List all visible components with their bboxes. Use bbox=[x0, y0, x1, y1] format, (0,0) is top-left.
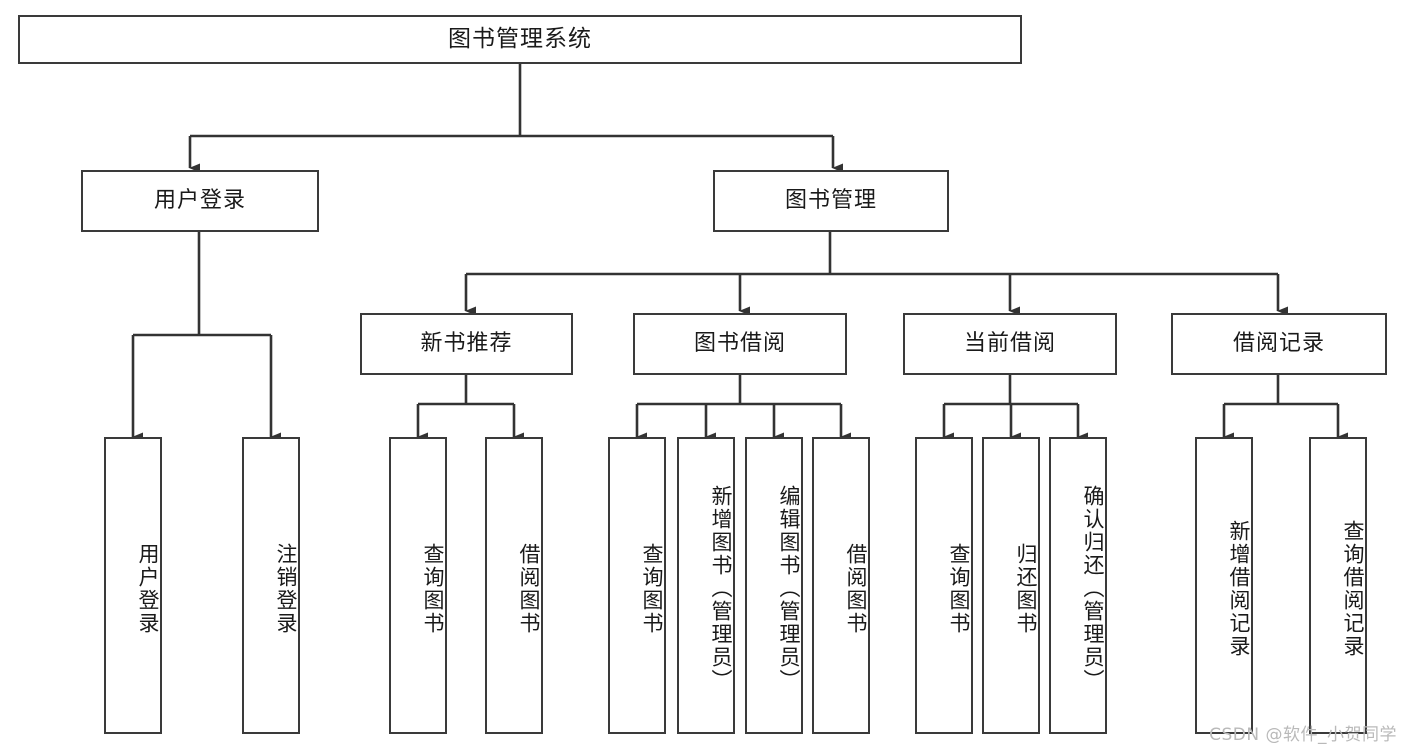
leaf-label: 查询图书 bbox=[421, 542, 445, 635]
node-root[interactable]: 图书管理系统 bbox=[18, 15, 1022, 64]
leaf-user-login-1[interactable]: 用户登录 bbox=[104, 437, 162, 734]
leaf-label: 编辑图书（管理员） bbox=[777, 485, 801, 692]
node-book-borrow-label: 图书借阅 bbox=[693, 330, 786, 356]
node-user-login[interactable]: 用户登录 bbox=[81, 170, 319, 232]
node-root-label: 图书管理系统 bbox=[448, 25, 592, 52]
leaf-label: 注销登录 bbox=[274, 542, 298, 635]
leaf-label: 借阅图书 bbox=[844, 542, 868, 635]
leaf-book-borrow-1[interactable]: 查询图书 bbox=[608, 437, 666, 734]
leaf-label: 查询图书 bbox=[640, 542, 664, 635]
leaf-borrow-record-1[interactable]: 新增借阅记录 bbox=[1195, 437, 1253, 734]
leaf-current-borrow-3[interactable]: 确认归还（管理员） bbox=[1049, 437, 1107, 734]
leaf-label: 新增借阅记录 bbox=[1227, 519, 1251, 658]
leaf-borrow-record-2[interactable]: 查询借阅记录 bbox=[1309, 437, 1367, 734]
node-book-manage-label: 图书管理 bbox=[784, 187, 877, 213]
node-new-book-recommend-label: 新书推荐 bbox=[420, 330, 513, 356]
node-book-manage[interactable]: 图书管理 bbox=[713, 170, 949, 232]
leaf-label: 归还图书 bbox=[1014, 542, 1038, 635]
leaf-label: 确认归还（管理员） bbox=[1081, 485, 1105, 692]
leaf-new-book-2[interactable]: 借阅图书 bbox=[485, 437, 543, 734]
leaf-user-login-2[interactable]: 注销登录 bbox=[242, 437, 300, 734]
node-borrow-record[interactable]: 借阅记录 bbox=[1171, 313, 1387, 375]
leaf-book-borrow-4[interactable]: 借阅图书 bbox=[812, 437, 870, 734]
leaf-current-borrow-1[interactable]: 查询图书 bbox=[915, 437, 973, 734]
leaf-book-borrow-2[interactable]: 新增图书（管理员） bbox=[677, 437, 735, 734]
leaf-current-borrow-2[interactable]: 归还图书 bbox=[982, 437, 1040, 734]
leaf-label: 借阅图书 bbox=[517, 542, 541, 635]
node-current-borrow[interactable]: 当前借阅 bbox=[903, 313, 1117, 375]
leaf-label: 查询图书 bbox=[947, 542, 971, 635]
leaf-new-book-1[interactable]: 查询图书 bbox=[389, 437, 447, 734]
leaf-label: 新增图书（管理员） bbox=[709, 485, 733, 692]
leaf-label: 查询借阅记录 bbox=[1341, 519, 1365, 658]
node-current-borrow-label: 当前借阅 bbox=[963, 330, 1056, 356]
node-new-book-recommend[interactable]: 新书推荐 bbox=[360, 313, 573, 375]
node-user-login-label: 用户登录 bbox=[153, 187, 246, 213]
node-book-borrow[interactable]: 图书借阅 bbox=[633, 313, 847, 375]
node-borrow-record-label: 借阅记录 bbox=[1232, 330, 1325, 356]
leaf-label: 用户登录 bbox=[136, 542, 160, 635]
leaf-book-borrow-3[interactable]: 编辑图书（管理员） bbox=[745, 437, 803, 734]
